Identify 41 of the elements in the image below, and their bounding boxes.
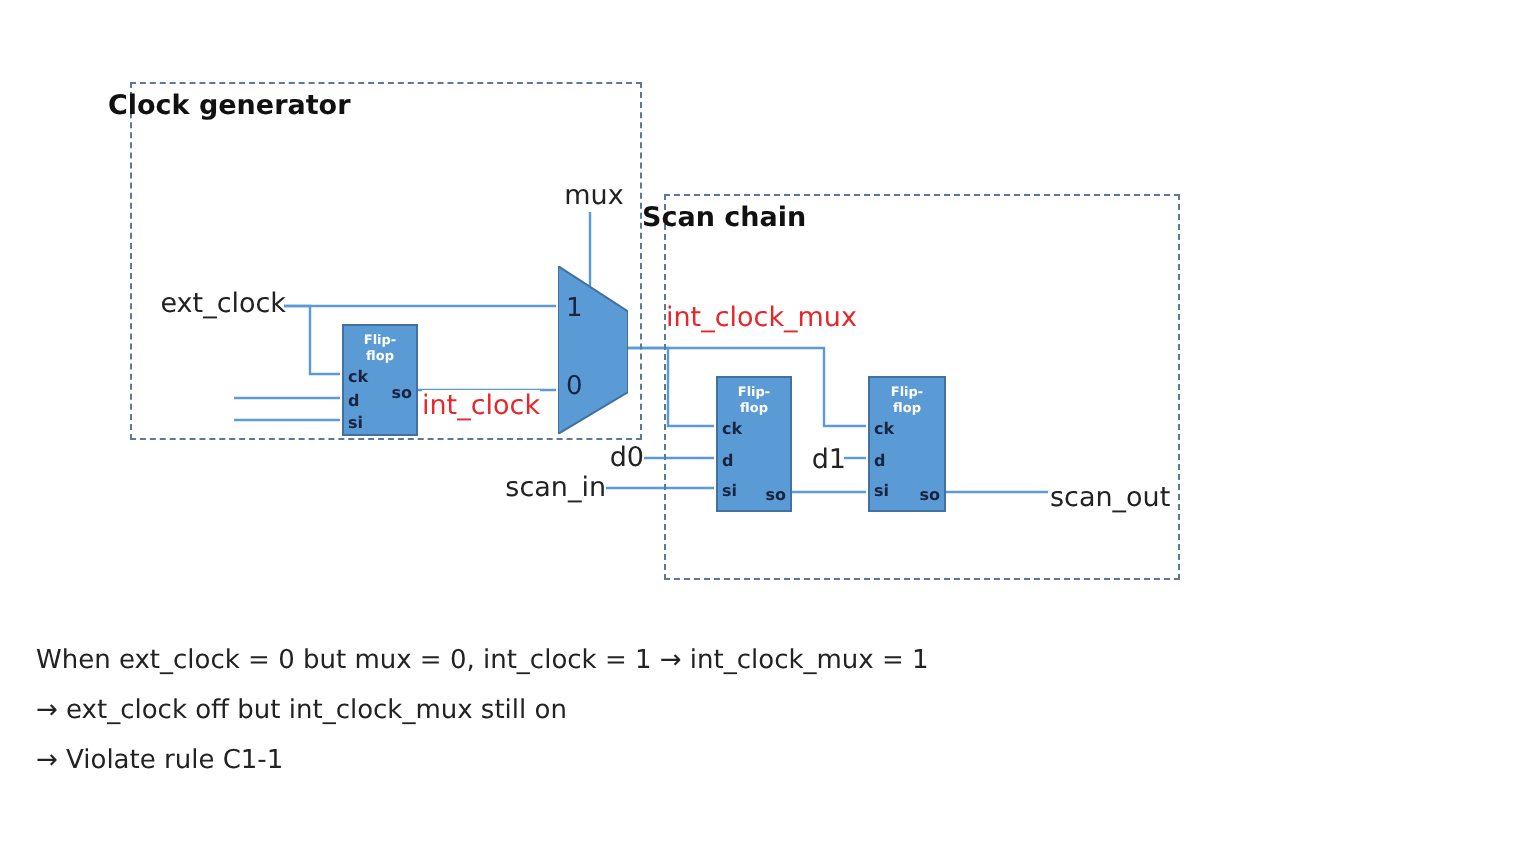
port-label: ck [722, 420, 743, 438]
signal-name: d0 [607, 440, 644, 476]
port-label: d [722, 452, 734, 470]
port-label: so [391, 384, 412, 402]
group-title: Clock generator [108, 90, 351, 122]
wire [944, 490, 1048, 494]
input-number: 1 [566, 296, 583, 324]
wire [626, 346, 866, 428]
flip-flop-block [716, 376, 792, 512]
port-label: so [919, 486, 940, 504]
wire [284, 304, 340, 376]
flip-flop-block [342, 324, 418, 436]
port-label: so [765, 486, 786, 504]
signal-name: scan_out [1050, 480, 1173, 516]
signal-name: scan_in [503, 470, 606, 506]
edge-label: int_clock [422, 390, 541, 422]
note-text: When ext_clock = 0 but mux = 0, int_clock = 1 → int_clock_mux = 1 [36, 646, 929, 676]
group-title: Scan chain [642, 202, 807, 234]
flip-flop-block [868, 376, 946, 512]
wire [234, 418, 340, 422]
port-label: si [874, 482, 890, 500]
note-text: → ext_clock off but int_clock_mux still on [36, 696, 567, 726]
signal-name: d1 [809, 442, 846, 478]
port-label: d [348, 392, 360, 410]
input-number: 0 [566, 374, 583, 402]
note-text: → Violate rule C1-1 [36, 746, 284, 776]
wire [606, 486, 714, 490]
wire [644, 456, 714, 460]
wire [416, 388, 556, 392]
port-label: ck [348, 368, 369, 386]
wire [844, 456, 866, 460]
wire [790, 490, 866, 494]
wire [588, 212, 592, 287]
port-label: d [874, 452, 886, 470]
wire [234, 396, 340, 400]
port-label: si [348, 414, 364, 432]
port-label: ck [874, 420, 895, 438]
edge-label: int_clock_mux [666, 302, 857, 334]
signal-name: ext_clock [158, 286, 286, 322]
signal-name: mux [562, 178, 626, 214]
port-label: si [722, 482, 738, 500]
